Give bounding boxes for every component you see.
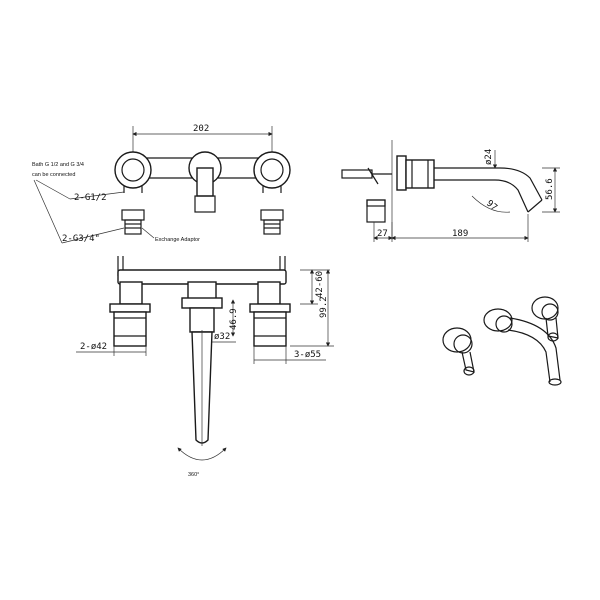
dim-42-60-label: 42-60 [315, 271, 325, 298]
dim-202-label: 202 [193, 124, 209, 134]
note-line-1: Bath G 1/2 and G 3/4 [32, 162, 84, 168]
dim-99-label: 99.2 [319, 296, 329, 318]
exchange-adaptor-right [260, 209, 284, 235]
thread-g12-label: 2-G1/2 [74, 193, 107, 203]
exchange-adaptor-label: Exchange Adaptor [155, 237, 200, 243]
isometric-view [442, 296, 562, 386]
dim-46-label: 46.9 [229, 308, 239, 330]
note-line-2: can be connected [32, 172, 75, 178]
top-view: 202 Bath G 1/2 and G 3 [32, 124, 291, 244]
front-view: 360° 2-ø42 ø32 3-ø55 46.9 42-60 99.2 [76, 256, 334, 478]
dim-27-label: 27 [377, 229, 388, 239]
dim-24-label: ø24 [484, 149, 494, 165]
side-view: 56.6 ø24 97 27 189 [341, 140, 560, 242]
dim-32-dia-label: ø32 [214, 332, 230, 342]
dim-42-dia-label: 2-ø42 [80, 342, 107, 352]
dim-56-label: 56.6 [545, 178, 555, 200]
dim-189-label: 189 [452, 229, 468, 239]
exchange-adaptor-left [121, 209, 145, 235]
dim-55-dia-label: 3-ø55 [294, 350, 321, 360]
thread-g34-label: 2-G3/4" [62, 234, 100, 244]
rotation-label: 360° [188, 472, 199, 478]
